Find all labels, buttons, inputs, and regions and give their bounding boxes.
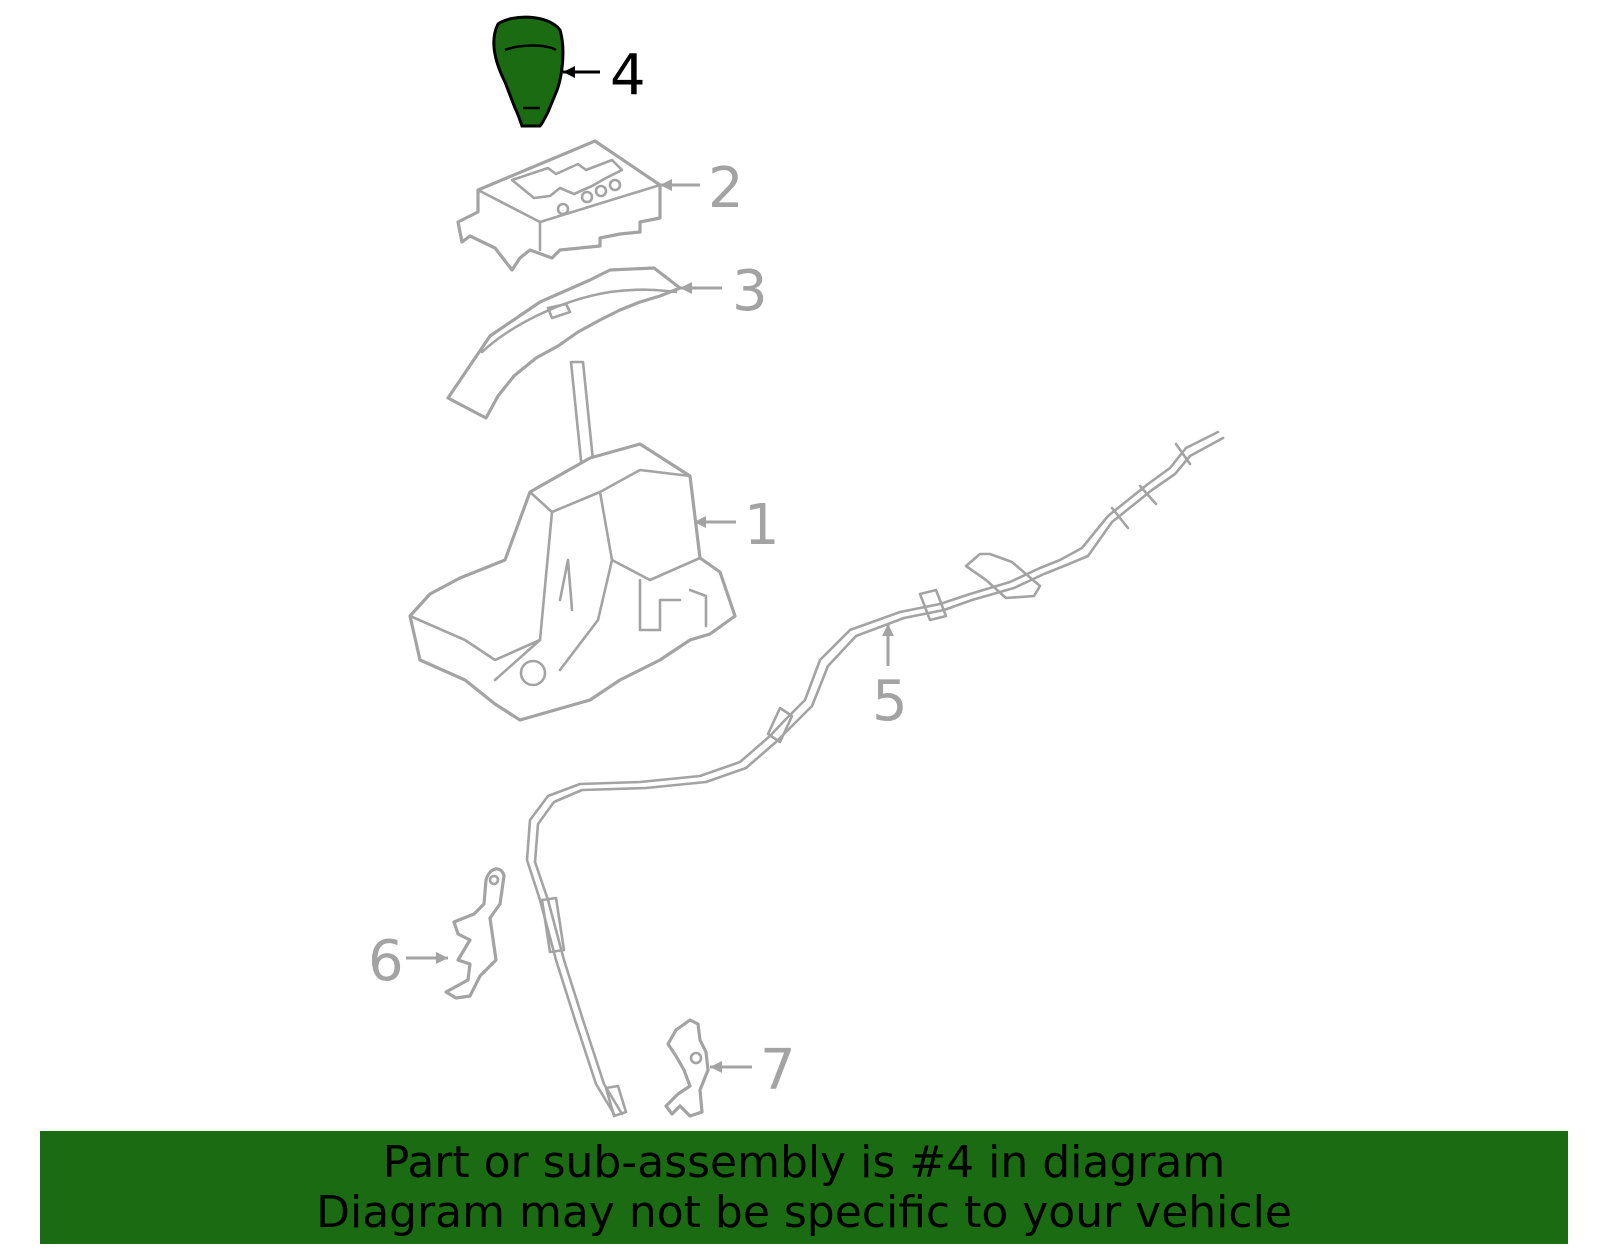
banner-background [40,1131,1568,1244]
callout-2: 2 [708,156,744,221]
callout-4-arrowhead [563,66,575,78]
callout-1: 1 [744,493,780,558]
callout-5: 5 [872,669,908,734]
part-4-shift-knob[interactable] [492,15,565,128]
info-banner: Part or sub-assembly is #4 in diagram Di… [40,1131,1568,1244]
callout-7: 7 [760,1038,796,1103]
part-3-trim-panel[interactable] [446,266,682,420]
callout-3-arrowhead [680,282,692,294]
callout-4: 4 [610,43,646,108]
part-7-bracket[interactable] [664,1018,710,1118]
callout-2-arrowhead [660,179,672,191]
callout-3: 3 [732,259,768,324]
part-1-shifter-assembly[interactable] [408,360,737,722]
callout-1-arrowhead [694,516,706,528]
banner-line-2: Diagram may not be specific to your vehi… [316,1186,1292,1238]
part-5-shift-cable[interactable] [525,430,1225,1118]
callout-5-arrowhead [882,624,894,636]
callout-6-arrowhead [436,952,448,964]
banner-line-1: Part or sub-assembly is #4 in diagram [382,1136,1226,1188]
part-6-bracket[interactable] [444,867,506,1000]
callout-6: 6 [368,929,404,994]
callout-7-arrowhead [710,1061,722,1073]
part-2-indicator-bezel[interactable] [456,139,662,272]
